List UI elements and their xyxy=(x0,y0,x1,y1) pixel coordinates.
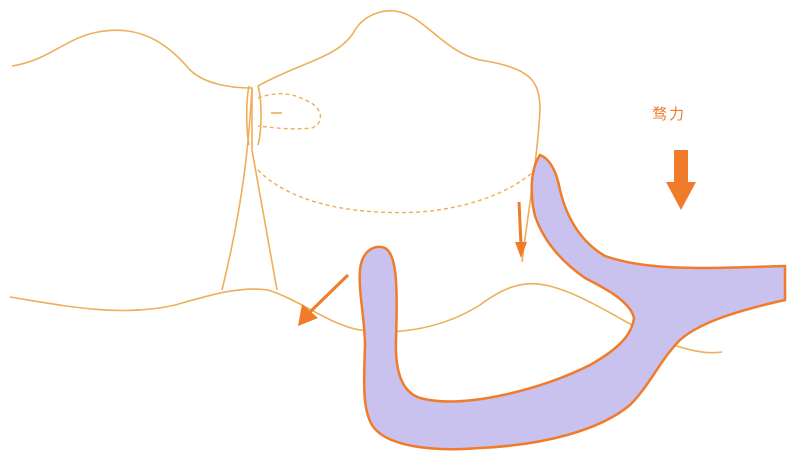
left-tooth-root-line xyxy=(252,88,277,290)
survey-line xyxy=(258,170,533,213)
occlusal-force-arrow xyxy=(666,150,696,210)
force-arrow-tipping xyxy=(310,275,348,312)
occlusal-force-label: 骛力 xyxy=(652,103,686,124)
force-arrow-abutment xyxy=(519,202,521,245)
clasp-arm xyxy=(360,155,785,449)
occlusal-rest xyxy=(258,94,320,129)
abutment-tooth-crown xyxy=(258,11,540,262)
force-arrow-abutment-head xyxy=(515,242,527,258)
left-tooth-crown xyxy=(12,30,252,290)
